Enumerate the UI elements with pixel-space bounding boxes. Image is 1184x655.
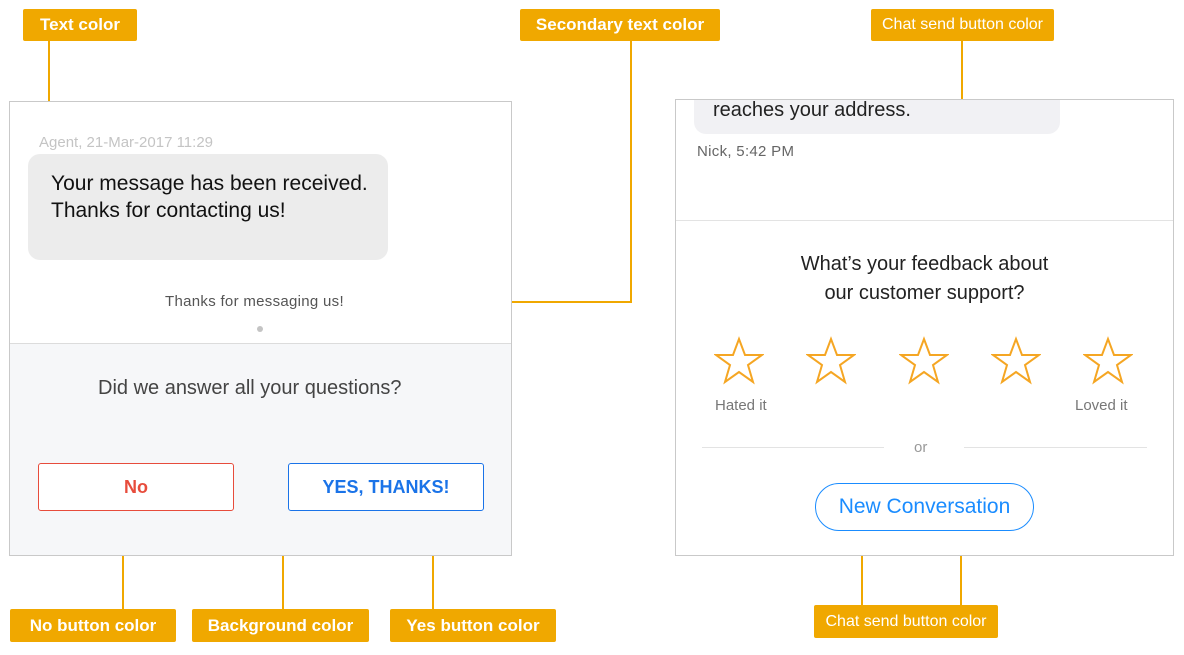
rating-label-low: Hated it [715,397,767,414]
star-icon[interactable] [899,336,949,386]
no-button[interactable]: No [38,463,234,511]
feedback-question-line2: our customer support? [824,282,1025,304]
background-color-tag: Background color [192,609,369,642]
divider [676,220,1173,221]
or-divider-left [702,447,884,448]
yes-thanks-button[interactable]: YES, THANKS! [288,463,484,511]
feedback-panel: reaches your address. Nick, 5:42 PM What… [675,99,1174,556]
agent-message-bubble: reaches your address. [694,100,1060,134]
agent-meta: Agent, 21-Mar-2017 11:29 [39,134,214,151]
star-icon[interactable] [991,336,1041,386]
yes-button-color-tag: Yes button color [390,609,556,642]
star-icon[interactable] [714,336,764,386]
chat-send-button-color-tag-top: Chat send button color [871,9,1054,41]
feedback-question: What’s your feedback about our customer … [676,250,1173,308]
or-divider-right [964,447,1147,448]
yes-button-color-leader [432,517,434,609]
survey-footer: Did we answer all your questions? No YES… [10,343,511,555]
chat-send-button-color-leader-bottom-a [861,530,863,605]
no-button-color-leader [122,517,124,609]
star-icon[interactable] [806,336,856,386]
background-color-leader [282,535,284,609]
chat-send-button-color-leader-bottom-b [960,516,962,605]
new-conversation-button[interactable]: New Conversation [815,483,1034,531]
feedback-question-line1: What’s your feedback about [800,253,1049,275]
typing-dot [257,326,263,332]
secondary-message: Thanks for messaging us! [165,293,344,310]
chat-send-button-color-tag-bottom: Chat send button color [814,605,998,638]
secondary-text-color-leader [630,41,632,303]
text-color-tag: Text color [23,9,137,41]
survey-question: Did we answer all your questions? [98,377,402,399]
rating-label-high: Loved it [1075,397,1128,414]
chat-survey-panel: Agent, 21-Mar-2017 11:29 Your message ha… [9,101,512,556]
agent-message-bubble: Your message has been received. Thanks f… [28,154,388,260]
secondary-text-color-tag: Secondary text color [520,9,720,41]
star-icon[interactable] [1083,336,1133,386]
or-separator: or [914,439,928,456]
message-meta: Nick, 5:42 PM [697,143,795,160]
no-button-color-tag: No button color [10,609,176,642]
